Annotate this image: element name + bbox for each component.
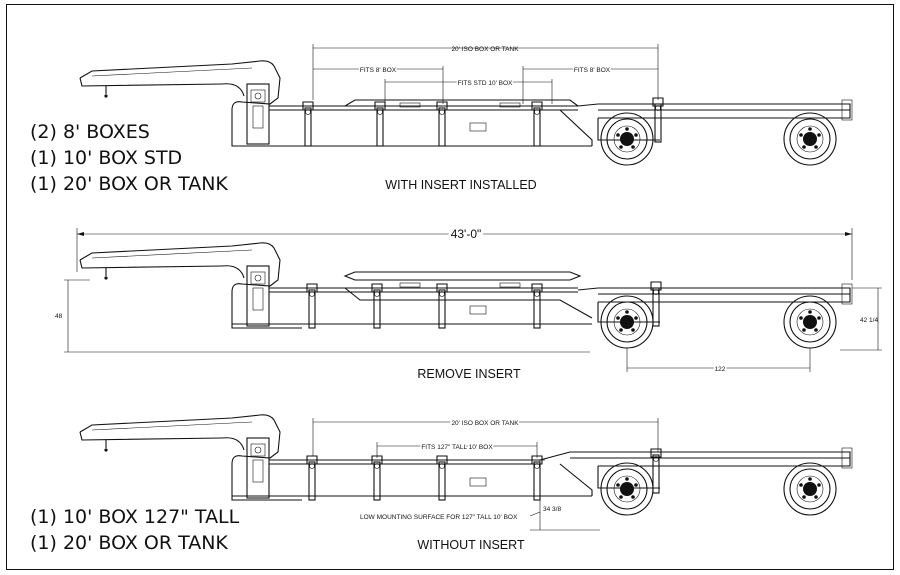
dim-fitsstd-label: FITS STD 10' BOX (458, 80, 513, 87)
dim-axle-spread: 122 (626, 348, 811, 375)
capacity-line-3: (1) 20' BOX OR TANK (30, 173, 228, 195)
caption-view2: REMOVE INSERT (417, 367, 521, 381)
dim-deck-height: 48 (55, 279, 590, 353)
dim-fitsstd: FITS STD 10' BOX (384, 79, 553, 104)
dim-fits8a: FITS 8' BOX (313, 66, 444, 104)
dim-low-height: 34 3/8 LOW MOUNTING SURFACE FOR 127" TAL… (360, 459, 600, 531)
dim-rear-height: 42 1/4 (840, 287, 882, 351)
dim-fits127-label: FITS 127" TALL 10' BOX (421, 444, 493, 451)
view-without-insert: 20' ISO BOX OR TANK FITS 127" TALL 10' B… (30, 414, 853, 554)
caption-view1: WITH INSERT INSTALLED (385, 178, 536, 192)
view-with-insert: 20' ISO BOX OR TANK FITS 8' BOX FITS STD… (30, 44, 853, 195)
dim-low-note-label: LOW MOUNTING SURFACE FOR 127" TALL 10' B… (360, 514, 518, 521)
caption-view3: WITHOUT INSERT (417, 538, 525, 552)
capacity-line-2: (1) 10' BOX STD (30, 147, 182, 169)
dim-overall: 43'-0" (76, 225, 853, 280)
view-remove-insert: 43'-0" 48 42 1/4 122 REMOVE INSERT (55, 225, 882, 381)
dim-fits8b-label: FITS 8' BOX (574, 67, 611, 74)
dim-fits8b: FITS 8' BOX (522, 66, 658, 104)
dim-iso-view1: 20' ISO BOX OR TANK (312, 44, 659, 100)
dim-fits8a-label: FITS 8' BOX (360, 67, 397, 74)
dim-low-height-label: 34 3/8 (543, 506, 561, 513)
dim-iso3-label: 20' ISO BOX OR TANK (451, 420, 519, 427)
capacity-line-1: (2) 8' BOXES (30, 121, 150, 143)
dim-rear-height-label: 42 1/4 (860, 317, 878, 324)
drawing-border (6, 4, 894, 570)
dim-overall-label: 43'-0" (451, 227, 482, 241)
dim-iso-label: 20' ISO BOX OR TANK (451, 46, 519, 53)
capacity-line-5: (1) 20' BOX OR TANK (30, 532, 228, 554)
dim-deck-height-label: 48 (55, 313, 63, 320)
dim-iso-view3: 20' ISO BOX OR TANK (312, 418, 659, 456)
capacity-line-4: (1) 10' BOX 127" TALL (30, 506, 240, 528)
dim-axle-spread-label: 122 (715, 366, 726, 373)
dim-fits127: FITS 127" TALL 10' BOX (376, 442, 538, 458)
